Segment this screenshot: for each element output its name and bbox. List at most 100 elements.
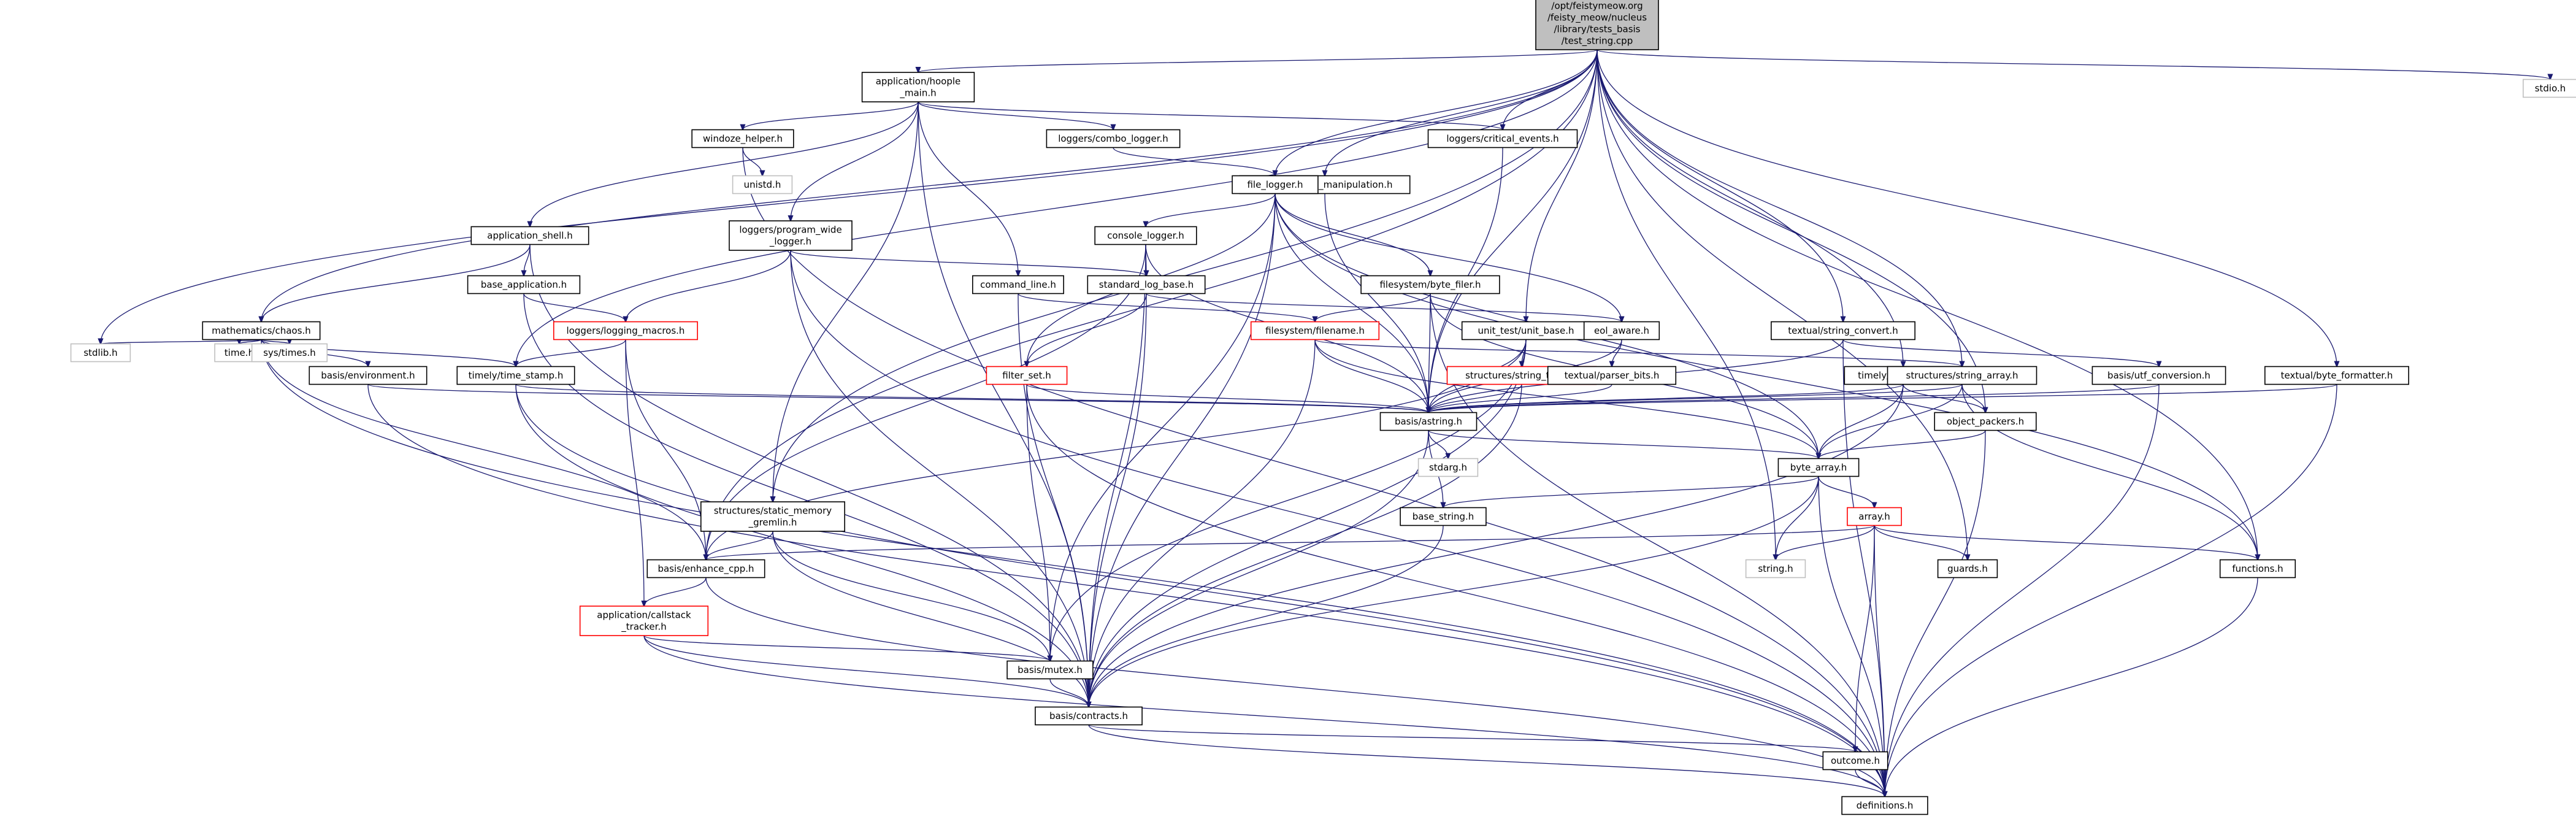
node-label: guards.h: [1947, 563, 1988, 574]
node-program-wide-logger[interactable]: loggers/program_wide_logger.h: [729, 220, 853, 251]
edge-string_manipulation-to-astring: [1324, 193, 1428, 413]
node-box: [1547, 366, 1677, 385]
node-label: basis/mutex.h: [1018, 664, 1083, 675]
edge-object_packers-to-definitions: [1885, 430, 1986, 797]
edge-file_logger-to-byte_filer: [1275, 193, 1430, 276]
node-filter-set[interactable]: filter_set.h: [986, 366, 1068, 385]
node-guards[interactable]: guards.h: [1937, 559, 1998, 579]
edge-test_string-to-string_manipulation: [1325, 49, 1598, 176]
node-box: [1583, 321, 1660, 340]
node-mathematics-chaos[interactable]: mathematics/chaos.h: [202, 321, 321, 340]
node-string-convert[interactable]: textual/string_convert.h: [1771, 321, 1916, 340]
node-callstack-tracker[interactable]: application/callstack_tracker.h: [579, 606, 709, 636]
edge-hoople_main-to-critical_events: [918, 101, 1503, 130]
edge-test_string-to-enhance_cpp: [706, 49, 1598, 560]
node-parser-bits[interactable]: textual/parser_bits.h: [1547, 366, 1677, 385]
edge-string_convert-to-utf_conversion: [1842, 339, 2159, 367]
edge-time_stamp-to-astring: [515, 383, 1428, 413]
node-astring[interactable]: basis/astring.h: [1379, 412, 1478, 431]
node-critical-events[interactable]: loggers/critical_events.h: [1427, 129, 1578, 148]
edge-byte_array-to-contracts: [1089, 476, 1819, 707]
node-application-shell[interactable]: application_shell.h: [470, 226, 589, 245]
node-string-h[interactable]: string.h: [1745, 559, 1806, 579]
node-hoople-main[interactable]: application/hoople_main.h: [861, 72, 975, 102]
node-static-memory-gremlin[interactable]: structures/static_memory_gremlin.h: [700, 501, 846, 532]
edge-test_string-to-string_array: [1597, 49, 1962, 367]
edge-earth_time-to-object_packers: [1903, 384, 1985, 413]
node-label: textual/parser_bits.h: [1565, 370, 1660, 382]
nodes-layer: /opt/feistymeow.org/feisty_meow/nucleus/…: [70, 0, 2576, 815]
node-stdio[interactable]: stdio.h: [2523, 79, 2576, 98]
node-utf-conversion[interactable]: basis/utf_conversion.h: [2091, 366, 2226, 385]
node-outcome[interactable]: outcome.h: [1822, 751, 1888, 771]
node-array-h[interactable]: array.h: [1847, 507, 1902, 526]
node-base-string[interactable]: base_string.h: [1400, 507, 1487, 526]
node-box: [1535, 0, 1659, 50]
node-label: basis/contracts.h: [1049, 710, 1128, 721]
node-label: loggers/combo_logger.h: [1058, 133, 1168, 145]
edge-mutex-to-contracts: [1049, 679, 1089, 707]
node-standard-log-base[interactable]: standard_log_base.h: [1087, 275, 1206, 294]
node-box: [732, 175, 793, 194]
edge-array_h-to-definitions: [1874, 525, 1885, 797]
edge-byte_formatter-to-astring: [1428, 383, 2337, 413]
node-byte-filer[interactable]: filesystem/byte_filer.h: [1360, 275, 1500, 294]
node-box: [1094, 226, 1197, 245]
node-stdarg[interactable]: stdarg.h: [1417, 458, 1479, 477]
node-mutex[interactable]: basis/mutex.h: [1006, 660, 1094, 680]
node-environment[interactable]: basis/environment.h: [309, 366, 427, 385]
node-box: [251, 343, 328, 363]
node-label: file_logger.h: [1247, 179, 1303, 191]
node-box: [70, 343, 131, 363]
node-box: [1360, 275, 1500, 294]
node-base-application[interactable]: base_application.h: [467, 275, 581, 294]
edge-base_application-to-contracts: [523, 293, 1089, 707]
node-box: [1777, 458, 1860, 477]
edge-string_array-to-astring: [1428, 383, 1963, 413]
node-sys-times[interactable]: sys/times.h: [251, 343, 328, 363]
edge-contracts-to-definitions: [1088, 725, 1885, 797]
node-label: eol_aware.h: [1594, 325, 1649, 337]
node-test-string[interactable]: /opt/feistymeow.org/feisty_meow/nucleus/…: [1535, 0, 1659, 50]
node-enhance-cpp[interactable]: basis/enhance_cpp.h: [646, 559, 765, 579]
edge-test_string-to-string_h: [1597, 49, 1776, 560]
node-unit-base[interactable]: unit_test/unit_base.h: [1461, 321, 1591, 340]
node-logging-macros[interactable]: loggers/logging_macros.h: [553, 321, 698, 340]
node-label: unit_test/unit_base.h: [1478, 325, 1574, 337]
node-command-line[interactable]: command_line.h: [972, 275, 1065, 294]
edge-file_logger-to-mutex: [1050, 193, 1276, 661]
node-console-logger[interactable]: console_logger.h: [1094, 226, 1197, 245]
edge-string_array-to-object_packers: [1961, 384, 1985, 413]
edge-static_memory_gremlin-to-contracts: [772, 531, 1089, 707]
node-file-logger[interactable]: file_logger.h: [1232, 175, 1319, 194]
edge-functions-to-definitions: [1885, 577, 2258, 797]
edge-unit_base-to-mutex: [1050, 339, 1527, 661]
node-object-packers[interactable]: object_packers.h: [1934, 412, 2037, 431]
node-filename[interactable]: filesystem/filename.h: [1250, 321, 1380, 340]
edge-test_string-to-time_stamp: [516, 49, 1598, 367]
node-definitions[interactable]: definitions.h: [1841, 796, 1928, 815]
node-unistd[interactable]: unistd.h: [732, 175, 793, 194]
node-stdlib[interactable]: stdlib.h: [70, 343, 131, 363]
edge-filename-to-byte_array: [1314, 339, 1819, 459]
node-windoze-helper[interactable]: windoze_helper.h: [691, 129, 794, 148]
node-byte-formatter[interactable]: textual/byte_formatter.h: [2264, 366, 2410, 385]
node-box: [1046, 129, 1181, 148]
node-box: [579, 606, 709, 636]
edge-file_logger-to-functions: [1275, 193, 2258, 560]
node-string-array[interactable]: structures/string_array.h: [1887, 366, 2037, 385]
node-time-stamp[interactable]: timely/time_stamp.h: [456, 366, 575, 385]
node-box: [1417, 458, 1479, 477]
node-contracts[interactable]: basis/contracts.h: [1035, 706, 1143, 726]
edge-enhance_cpp-to-definitions: [705, 577, 1885, 797]
node-box: [1822, 751, 1888, 771]
node-label: functions.h: [2232, 563, 2283, 574]
node-eol-aware[interactable]: eol_aware.h: [1583, 321, 1660, 340]
node-box: [1035, 706, 1143, 726]
node-combo-logger[interactable]: loggers/combo_logger.h: [1046, 129, 1181, 148]
edge-test_string-to-object_packers: [1597, 49, 1985, 413]
edge-filter_set-to-astring: [1026, 383, 1428, 413]
node-functions[interactable]: functions.h: [2219, 559, 2296, 579]
node-byte-array[interactable]: byte_array.h: [1777, 458, 1860, 477]
edge-test_string-to-functions: [1597, 49, 2258, 560]
